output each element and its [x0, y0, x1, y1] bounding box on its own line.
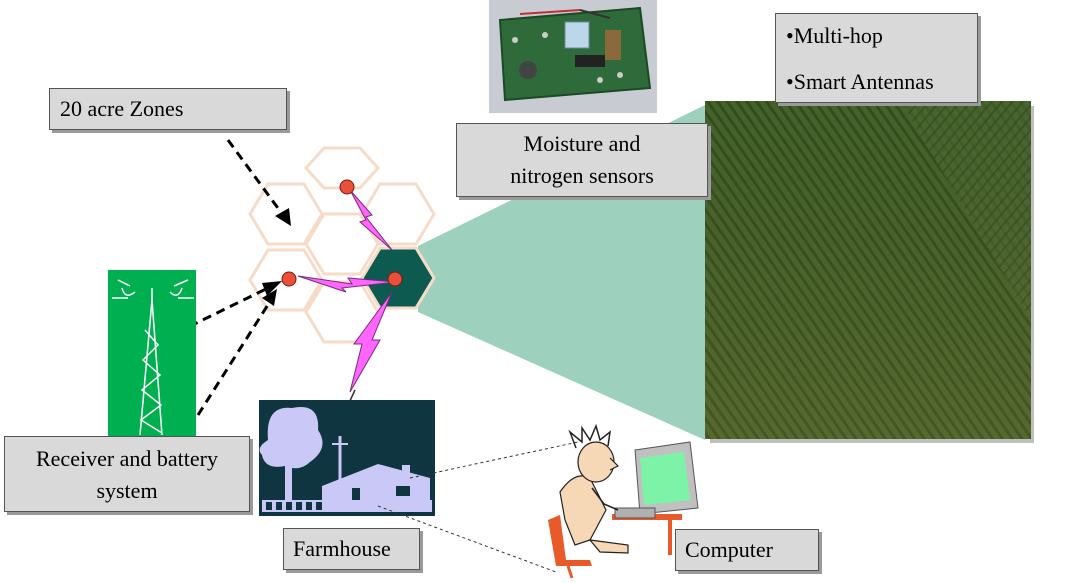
zone-hex	[360, 182, 436, 246]
radio-tower-icon	[108, 270, 196, 437]
network-connection-lines	[377, 441, 579, 573]
feature-smart-antennas: •Smart Antennas	[786, 69, 934, 94]
zone-hex	[248, 182, 324, 246]
computer-label: Computer	[675, 529, 819, 571]
feature-multi-hop: •Multi-hop	[786, 23, 883, 48]
sensor-node	[387, 271, 403, 287]
zone-hex	[303, 146, 381, 190]
zone-hex-grid	[248, 146, 436, 344]
sensor-board-photo	[489, 0, 657, 113]
computer-user-icon	[548, 423, 699, 579]
sensor-node	[281, 271, 297, 287]
feature-list-box: •Multi-hop •Smart Antennas	[775, 13, 978, 103]
crop-field-photo	[705, 101, 1034, 443]
receiver-label: Receiver and battery system	[4, 436, 250, 512]
farmhouse-icon	[259, 400, 435, 516]
sensors-label: Moisture and nitrogen sensors	[456, 123, 708, 197]
zone-hex	[304, 212, 380, 276]
sensor-node	[339, 179, 355, 195]
farmhouse-label: Farmhouse	[283, 528, 420, 570]
zones-label: 20 acre Zones	[49, 88, 287, 130]
lightning-link-icon	[297, 189, 397, 393]
